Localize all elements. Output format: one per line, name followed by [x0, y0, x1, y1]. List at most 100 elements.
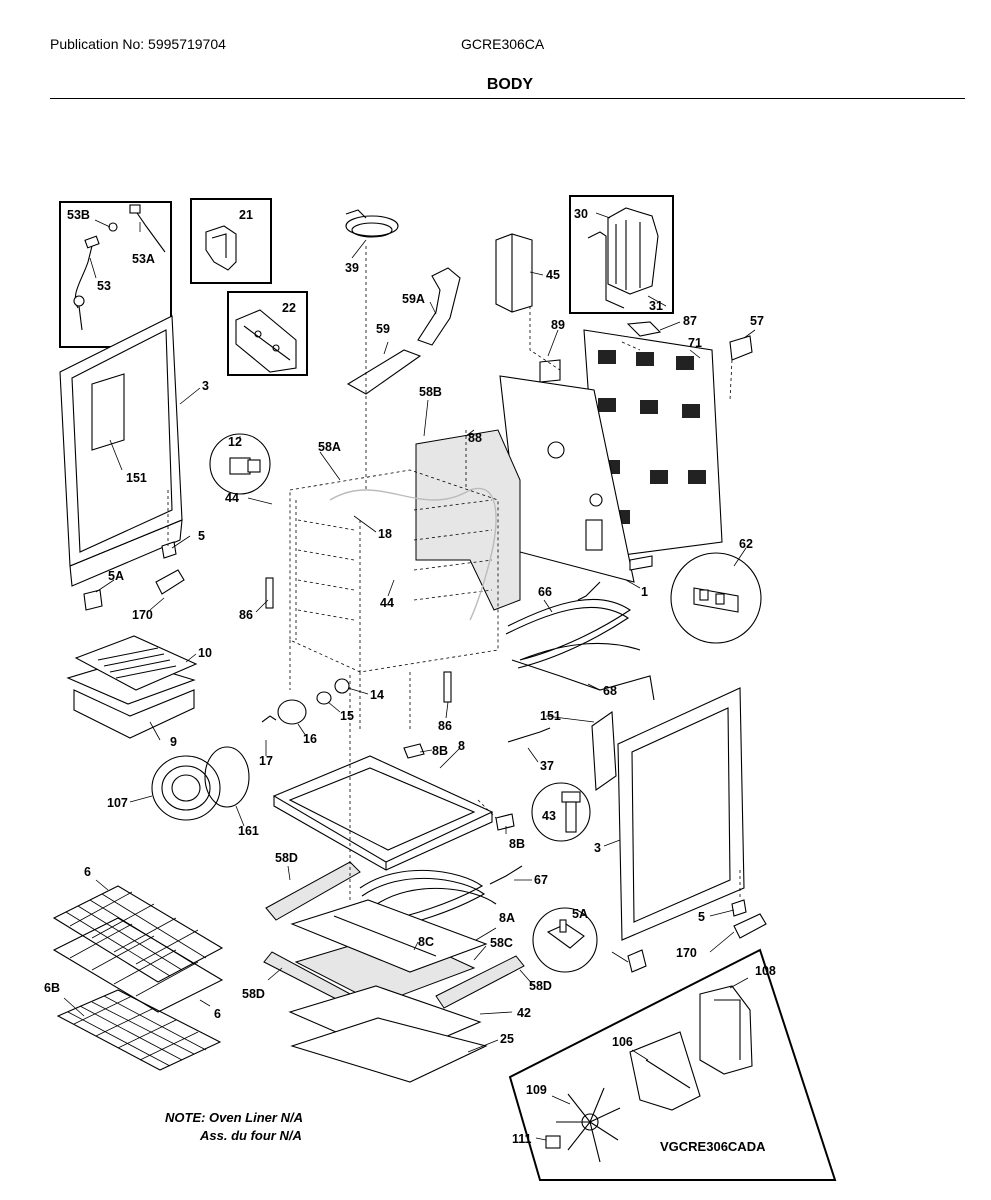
label-151-right: 151	[540, 709, 561, 723]
part-8B-shape-b	[495, 813, 515, 831]
panel-25-shape	[290, 1017, 488, 1083]
convection-motor-108-shape	[699, 985, 753, 1075]
oven-cavity-58A-shape	[289, 469, 499, 730]
label-109: 109	[526, 1083, 547, 1097]
label-8A: 8A	[499, 911, 515, 925]
label-44-lower: 44	[380, 596, 394, 610]
leader-lines	[63, 212, 756, 1141]
label-30: 30	[574, 207, 588, 221]
part-45-shape	[495, 233, 533, 313]
label-25: 25	[500, 1032, 514, 1046]
label-87: 87	[683, 314, 697, 328]
label-6-top: 6	[84, 865, 91, 879]
inset-box-convection-motor	[508, 948, 837, 1181]
label-71: 71	[688, 336, 702, 350]
label-57: 57	[750, 314, 764, 328]
part-17-shape	[261, 715, 277, 723]
label-6B: 6B	[44, 981, 60, 995]
label-5A-left: 5A	[108, 569, 124, 583]
label-108: 108	[755, 964, 776, 978]
label-67: 67	[534, 873, 548, 887]
part-8B-shape-a	[403, 743, 425, 759]
label-161: 161	[238, 824, 259, 838]
model-number: GCRE306CA	[461, 36, 545, 52]
label-8: 8	[458, 739, 465, 753]
label-170-left: 170	[132, 608, 153, 622]
label-6-bottom: 6	[214, 1007, 221, 1021]
label-43: 43	[542, 809, 556, 823]
bracket-106-shape	[629, 1031, 701, 1111]
label-44-upper: 44	[225, 491, 239, 505]
label-16: 16	[303, 732, 317, 746]
diagram-code: VGCRE306CADA	[660, 1139, 766, 1154]
part-86-shape-a	[265, 577, 274, 609]
left-leveler-shape	[83, 541, 185, 611]
left-side-panel-3-shape	[59, 315, 183, 587]
part-39-cord-shape	[345, 209, 399, 238]
label-58B: 58B	[419, 385, 442, 399]
inset-box-part-21	[190, 198, 272, 284]
part-21-shape	[205, 225, 237, 271]
label-170-right: 170	[676, 946, 697, 960]
label-3-left: 3	[202, 379, 209, 393]
element-66-shape	[505, 581, 641, 669]
part-57-shape	[729, 335, 753, 361]
label-107: 107	[107, 796, 128, 810]
label-31: 31	[649, 299, 663, 313]
label-59A: 59A	[402, 292, 425, 306]
label-5-right: 5	[698, 910, 705, 924]
label-58D-left: 58D	[242, 987, 265, 1001]
note-line-2: Ass. du four N/A	[200, 1128, 302, 1143]
label-3-right: 3	[594, 841, 601, 855]
label-5-left: 5	[198, 529, 205, 543]
label-12: 12	[228, 435, 242, 449]
label-88: 88	[468, 431, 482, 445]
frame-68-shape	[511, 659, 655, 701]
assembly-lines	[167, 246, 741, 900]
part-87-shape	[626, 321, 662, 337]
publication-number: Publication No: 5995719704	[50, 36, 226, 52]
label-18: 18	[378, 527, 392, 541]
light-parts-shape	[277, 678, 350, 725]
label-5A-right: 5A	[572, 907, 588, 921]
section-title: BODY	[486, 76, 534, 93]
label-8B-upper: 8B	[432, 744, 448, 758]
label-62: 62	[739, 537, 753, 551]
label-37: 37	[540, 759, 554, 773]
broiler-pan-shape	[66, 635, 198, 739]
label-17: 17	[259, 754, 273, 768]
header-rule	[50, 98, 965, 99]
oven-floor-8-shape	[272, 755, 494, 871]
right-bracket-151-shape	[591, 710, 617, 792]
part-labels: 53B 53A 53 21 22 39 59A 59 45 30 31 89 8…	[44, 207, 776, 1146]
label-39: 39	[345, 261, 359, 275]
label-53B: 53B	[67, 208, 90, 222]
oven-rack-6B-shape	[56, 989, 222, 1071]
label-58D-top: 58D	[275, 851, 298, 865]
label-59: 59	[376, 322, 390, 336]
label-58D-right: 58D	[529, 979, 552, 993]
label-89: 89	[551, 318, 565, 332]
label-111: 111	[512, 1132, 532, 1146]
label-15: 15	[340, 709, 354, 723]
heat-shield-8A-shape	[290, 899, 488, 973]
label-106: 106	[612, 1035, 633, 1049]
label-58C: 58C	[490, 936, 513, 950]
label-58A: 58A	[318, 440, 341, 454]
gasket-161-shape	[204, 746, 250, 808]
inset-box-parts-30-31	[569, 195, 674, 314]
label-86-lower: 86	[438, 719, 452, 733]
part-37-shape	[507, 727, 551, 743]
inset-box-part-22	[227, 291, 308, 376]
oven-rack-lower-shape	[52, 917, 224, 1013]
label-8B-lower: 8B	[509, 837, 525, 851]
nut-111-shape	[545, 1135, 561, 1149]
label-1: 1	[641, 585, 648, 599]
part-30-31-shape	[587, 207, 659, 309]
label-53A: 53A	[132, 252, 155, 266]
label-22: 22	[282, 301, 296, 315]
callout-circle-43	[531, 782, 591, 842]
label-151-left: 151	[126, 471, 147, 485]
oven-rack-upper-shape	[52, 885, 224, 983]
